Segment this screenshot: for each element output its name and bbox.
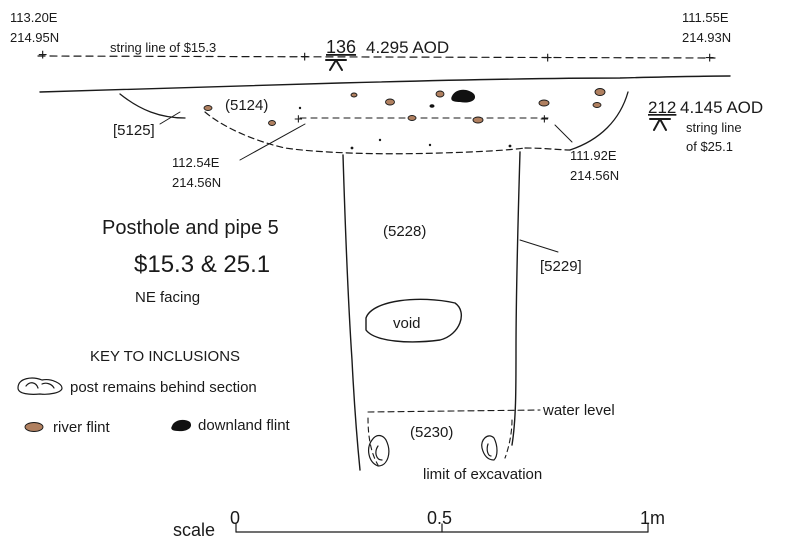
context-5230: (5230) [410, 424, 453, 441]
post-remains-base-right [481, 435, 498, 461]
coord-mid-left-n: 214.56N [172, 175, 221, 190]
coord-mid-right-e: 111.92E [570, 148, 617, 163]
dots [298, 106, 512, 150]
coord-top-right-n: 214.93N [682, 30, 731, 45]
void-label: void [393, 315, 421, 332]
limit-label: limit of excavation [423, 466, 542, 483]
key-post-label: post remains behind section [70, 379, 257, 396]
title-line3: NE facing [135, 289, 200, 306]
post-remains-base-left [368, 434, 390, 467]
coord-mid-right-n: 214.56N [570, 168, 619, 183]
pipe-left-wall [342, 154, 361, 471]
cross-top-right: + [705, 50, 714, 67]
string-line-top-label: string line of $15.3 [110, 40, 216, 55]
scale-tick-label-0: 0 [230, 508, 240, 528]
cross-mid-left: + [294, 111, 303, 128]
string-line-top [37, 55, 716, 59]
key-downland-icon [171, 419, 192, 432]
ground-surface [39, 75, 731, 93]
datum-symbol-right [649, 118, 671, 131]
key-river-icon [24, 422, 44, 432]
datum-top-number: 136 [326, 37, 356, 57]
key-downland-label: downland flint [198, 417, 291, 434]
base-dashed [367, 417, 379, 466]
cross-mid-right: + [540, 111, 549, 128]
coord-top-left-n: 214.95N [10, 30, 59, 45]
leader-5125 [159, 111, 181, 125]
cut-upper-left-dashed [204, 111, 526, 155]
pipe-right-wall [511, 151, 521, 446]
downland-flints [429, 89, 476, 108]
water-level-line [367, 409, 541, 413]
coord-top-right-e: 111.55E [682, 10, 729, 25]
cross-top-left: + [38, 47, 47, 64]
datum-right-note1: string line [686, 120, 742, 135]
void-outline [365, 298, 462, 343]
scale-tick-label-end: 1m [640, 508, 665, 528]
context-5124: (5124) [225, 97, 268, 114]
cross-top-mid: + [300, 49, 309, 66]
scale-label: scale [173, 520, 215, 540]
key-river-label: river flint [53, 419, 111, 436]
cut-upper-right-dashed [524, 147, 571, 151]
context-5228: (5228) [383, 223, 426, 240]
leader-5229 [519, 239, 559, 253]
title-line2: $15.3 & 25.1 [134, 251, 270, 278]
cut-upper-right [569, 91, 629, 151]
datum-symbol-top [325, 59, 347, 71]
scale-tick-label-half: 0.5 [427, 508, 452, 528]
cross-top-mid-right: + [543, 50, 552, 67]
water-level-label: water level [542, 402, 615, 419]
context-5229: [5229] [540, 258, 582, 275]
coord-top-left-e: 113.20E [10, 10, 58, 25]
datum-top-value: 4.295 AOD [366, 38, 449, 57]
key-post-icon [17, 377, 63, 395]
datum-right-value: 4.145 AOD [680, 98, 763, 117]
leader-mid-right [554, 124, 573, 143]
title-line1: Posthole and pipe 5 [102, 217, 279, 239]
datum-right-number: 212 [648, 98, 676, 117]
leader-mid-left [239, 123, 306, 161]
context-5125: [5125] [113, 122, 155, 139]
datum-right-note2: of $25.1 [686, 139, 733, 154]
base-dashed-right [504, 419, 513, 459]
coord-mid-left-e: 112.54E [172, 155, 220, 170]
river-flints [203, 88, 606, 126]
cut-upper-left [119, 93, 186, 119]
key-heading: KEY TO INCLUSIONS [90, 348, 240, 365]
